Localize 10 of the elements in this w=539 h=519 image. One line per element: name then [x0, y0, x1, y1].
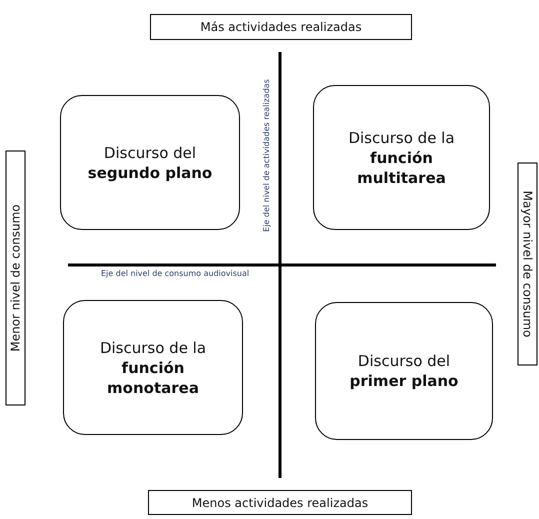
- axis-label: Eje del nivel de consumo audiovisual: [101, 268, 250, 278]
- axis-end-label: Menor nivel de consumo: [5, 150, 25, 405]
- quadrant-box: Discurso de la función multitarea: [313, 85, 490, 230]
- quadrant-box: Discurso del primer plano: [315, 302, 493, 440]
- quadrant-box: Discurso de la función monotarea: [63, 300, 243, 435]
- axis-end-label: Más actividades realizadas: [150, 14, 412, 40]
- axis-end-label: Menos actividades realizadas: [148, 490, 412, 515]
- axis-end-label: Mayor nivel de consumo: [517, 162, 537, 365]
- quadrant-box: Discurso del segundo plano: [60, 95, 240, 230]
- axis-label: Eje del nivel de actividades realizadas: [261, 78, 270, 232]
